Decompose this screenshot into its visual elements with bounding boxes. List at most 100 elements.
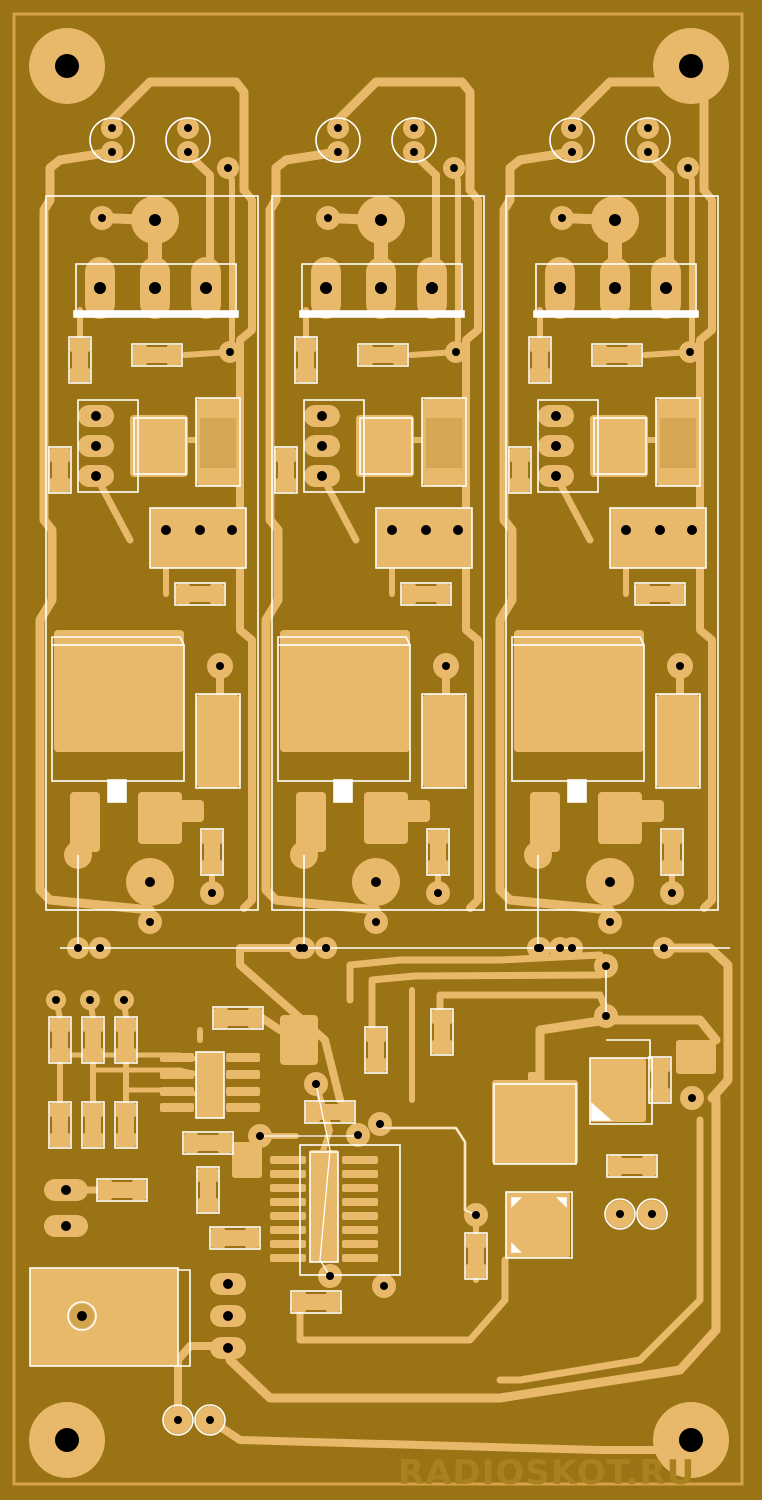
- drill-hole: [256, 1132, 264, 1140]
- drill-hole: [91, 441, 101, 451]
- rect-pad: [590, 415, 648, 477]
- drill-hole: [687, 525, 697, 535]
- silk-outline: [591, 343, 643, 367]
- jumper-wire: [315, 1083, 331, 1277]
- silk-outline: [357, 343, 409, 367]
- drill-hole: [91, 471, 101, 481]
- drill-hole: [161, 525, 171, 535]
- silk-line: [511, 636, 645, 646]
- silk-outline: [493, 1083, 577, 1165]
- drill-hole: [216, 662, 224, 670]
- silk-outline: [464, 1232, 488, 1280]
- drill-hole: [660, 282, 672, 294]
- component-body-shade: [426, 418, 462, 468]
- rect-pad: [228, 1010, 248, 1026]
- silk-outline: [195, 397, 241, 487]
- silk-outline: [131, 343, 183, 367]
- rect-pad: [359, 345, 373, 365]
- rect-pad: [608, 1156, 622, 1176]
- rect-pad: [298, 352, 314, 368]
- rect-pad: [202, 860, 222, 874]
- drill-hole: [354, 1131, 362, 1139]
- rect-pad: [436, 584, 450, 604]
- drill-hole: [375, 214, 387, 226]
- drill-hole: [554, 282, 566, 294]
- rect-pad: [118, 1032, 134, 1048]
- rect-pad: [270, 1226, 306, 1234]
- rect-pad: [50, 1103, 70, 1117]
- drill-hole: [195, 525, 205, 535]
- rect-pad: [270, 1240, 306, 1248]
- silk-outline: [149, 507, 247, 569]
- rect-pad: [270, 1184, 306, 1192]
- copper-trace: [496, 1116, 704, 1384]
- drill-hole: [200, 282, 212, 294]
- copper-pads: [29, 28, 729, 1478]
- silk-outline: [174, 582, 226, 606]
- silk-outline: [505, 195, 719, 911]
- silk-outline: [209, 1226, 261, 1250]
- rect-pad: [393, 345, 407, 365]
- rect-pad: [83, 1133, 103, 1147]
- copper-trace: [174, 1342, 234, 1424]
- drill-hole: [96, 944, 104, 952]
- copper-trace: [346, 951, 604, 1004]
- silk-outline: [200, 828, 224, 876]
- silk-outline: [593, 417, 647, 475]
- rect-pad: [530, 368, 550, 382]
- drill-hole: [322, 944, 330, 952]
- rect-pad: [430, 844, 446, 860]
- rect-pad: [280, 630, 410, 752]
- rect-pad: [652, 1072, 668, 1088]
- rect-pad: [167, 345, 181, 365]
- silk-line: [178, 1269, 191, 1367]
- rect-pad: [226, 1087, 260, 1096]
- drill-hole: [616, 1210, 624, 1218]
- rect-pad: [130, 415, 188, 477]
- rect-pad: [402, 584, 416, 604]
- heatsink-tab-marker: [73, 310, 239, 318]
- rect-pad: [296, 368, 316, 382]
- rect-pad: [607, 347, 627, 363]
- rect-pad: [226, 1103, 260, 1112]
- drill-hole: [609, 214, 621, 226]
- rect-pad: [83, 1103, 103, 1117]
- rect-pad: [512, 462, 528, 478]
- rect-pad: [83, 1018, 103, 1032]
- rect-pad: [226, 1053, 260, 1062]
- rect-pad: [30, 1268, 178, 1366]
- drill-hole: [660, 944, 668, 952]
- rect-pad: [50, 448, 70, 462]
- drill-hole: [410, 148, 418, 156]
- drill-hole: [655, 525, 665, 535]
- drill-hole: [644, 124, 652, 132]
- rect-pad: [198, 1135, 218, 1151]
- rect-pad: [160, 1053, 194, 1062]
- silk-outline: [45, 195, 259, 911]
- silk-outline: [77, 399, 139, 493]
- drill-hole: [223, 1279, 233, 1289]
- rect-pad: [528, 1072, 542, 1086]
- drill-hole: [609, 282, 621, 294]
- drill-hole: [558, 214, 566, 222]
- drill-hole: [108, 148, 116, 156]
- drill-hole: [387, 525, 397, 535]
- drill-hole: [320, 282, 332, 294]
- rect-pad: [278, 462, 294, 478]
- rect-pad: [226, 1070, 260, 1079]
- rect-pad: [204, 844, 220, 860]
- drill-hole: [442, 662, 450, 670]
- drill-hole: [296, 944, 304, 952]
- silk-outline: [528, 336, 552, 384]
- drill-hole: [536, 944, 544, 952]
- rect-pad: [85, 1032, 101, 1048]
- drill-hole: [74, 944, 82, 952]
- silk-circle: [625, 117, 671, 163]
- silk-outline: [96, 1178, 148, 1202]
- relay-tab-marker: [107, 779, 127, 803]
- rect-pad: [202, 830, 222, 844]
- drill-hole: [679, 54, 703, 78]
- rect-pad: [232, 1142, 262, 1178]
- rect-pad: [116, 1133, 136, 1147]
- drill-hole: [371, 877, 381, 887]
